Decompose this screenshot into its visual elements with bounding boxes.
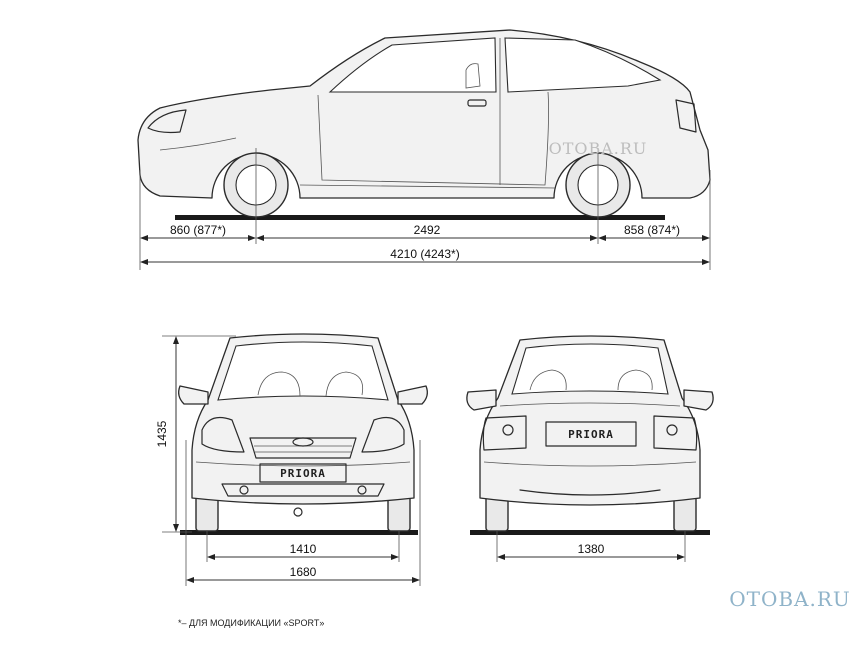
rear-track-label: 1380 (578, 542, 605, 556)
rear-lower-bumper (519, 489, 661, 496)
overall-width-label: 1680 (290, 565, 317, 579)
rear-overhang-label: 858 (874*) (624, 223, 680, 237)
rear-seat-right (617, 369, 653, 391)
rear-taillight-right (653, 415, 698, 451)
side-mirror (465, 63, 481, 89)
side-bumper-line (159, 137, 237, 151)
front-plate (259, 463, 347, 483)
rear-ground-line (470, 530, 710, 535)
front-ground-line (180, 530, 418, 535)
rear-spoiler-line (499, 402, 681, 407)
side-sill-line (299, 184, 556, 189)
watermark-bottom: OTOBA.RU (729, 587, 850, 611)
front-seat-right (325, 371, 364, 397)
front-emblem (292, 437, 314, 447)
side-view: 860 (877*) 2492 858 (874*) 4210 (4243*) … (137, 29, 711, 270)
side-door-handle (467, 99, 487, 107)
rear-window (511, 343, 669, 395)
front-lower-intake (221, 483, 385, 497)
overall-length-label: 4210 (4243*) (390, 247, 459, 261)
side-window-front (328, 37, 497, 93)
rear-plate (545, 421, 637, 447)
side-headlight (147, 109, 187, 134)
front-seat-left (257, 371, 301, 397)
side-window-rear (504, 37, 662, 93)
footnote: *– ДЛЯ МОДИФИКАЦИИ «SPORT» (178, 618, 324, 628)
wheelbase-label: 2492 (414, 223, 441, 237)
front-mirror-left (178, 385, 209, 405)
front-overhang-label: 860 (877*) (170, 223, 226, 237)
front-plate-text: PRIORA (280, 467, 326, 480)
rear-view: PRIORA 1380 (466, 335, 714, 562)
front-bumper-line (195, 461, 411, 467)
watermark-top: OTOBA.RU (549, 139, 648, 158)
front-headlight-right (361, 417, 405, 453)
side-taillight (675, 99, 697, 133)
rear-seat-left (529, 369, 567, 391)
front-view: PRIORA 1435 1410 1680 (155, 333, 428, 586)
front-tow-hook (293, 507, 303, 517)
front-headlight-left (201, 417, 245, 453)
front-fog-right (357, 485, 367, 495)
rear-mirror-left (466, 389, 497, 411)
front-mirror-right (397, 385, 428, 405)
height-label: 1435 (155, 420, 169, 447)
front-grille (249, 437, 357, 459)
rear-mirror-right (683, 389, 714, 411)
rear-taillight-left (482, 415, 527, 451)
front-track-label: 1410 (290, 542, 317, 556)
rear-plate-text: PRIORA (568, 428, 614, 441)
front-fog-left (239, 485, 249, 495)
rear-bumper-line (483, 461, 697, 467)
side-ground-line (175, 215, 665, 220)
side-door-line (317, 91, 549, 186)
